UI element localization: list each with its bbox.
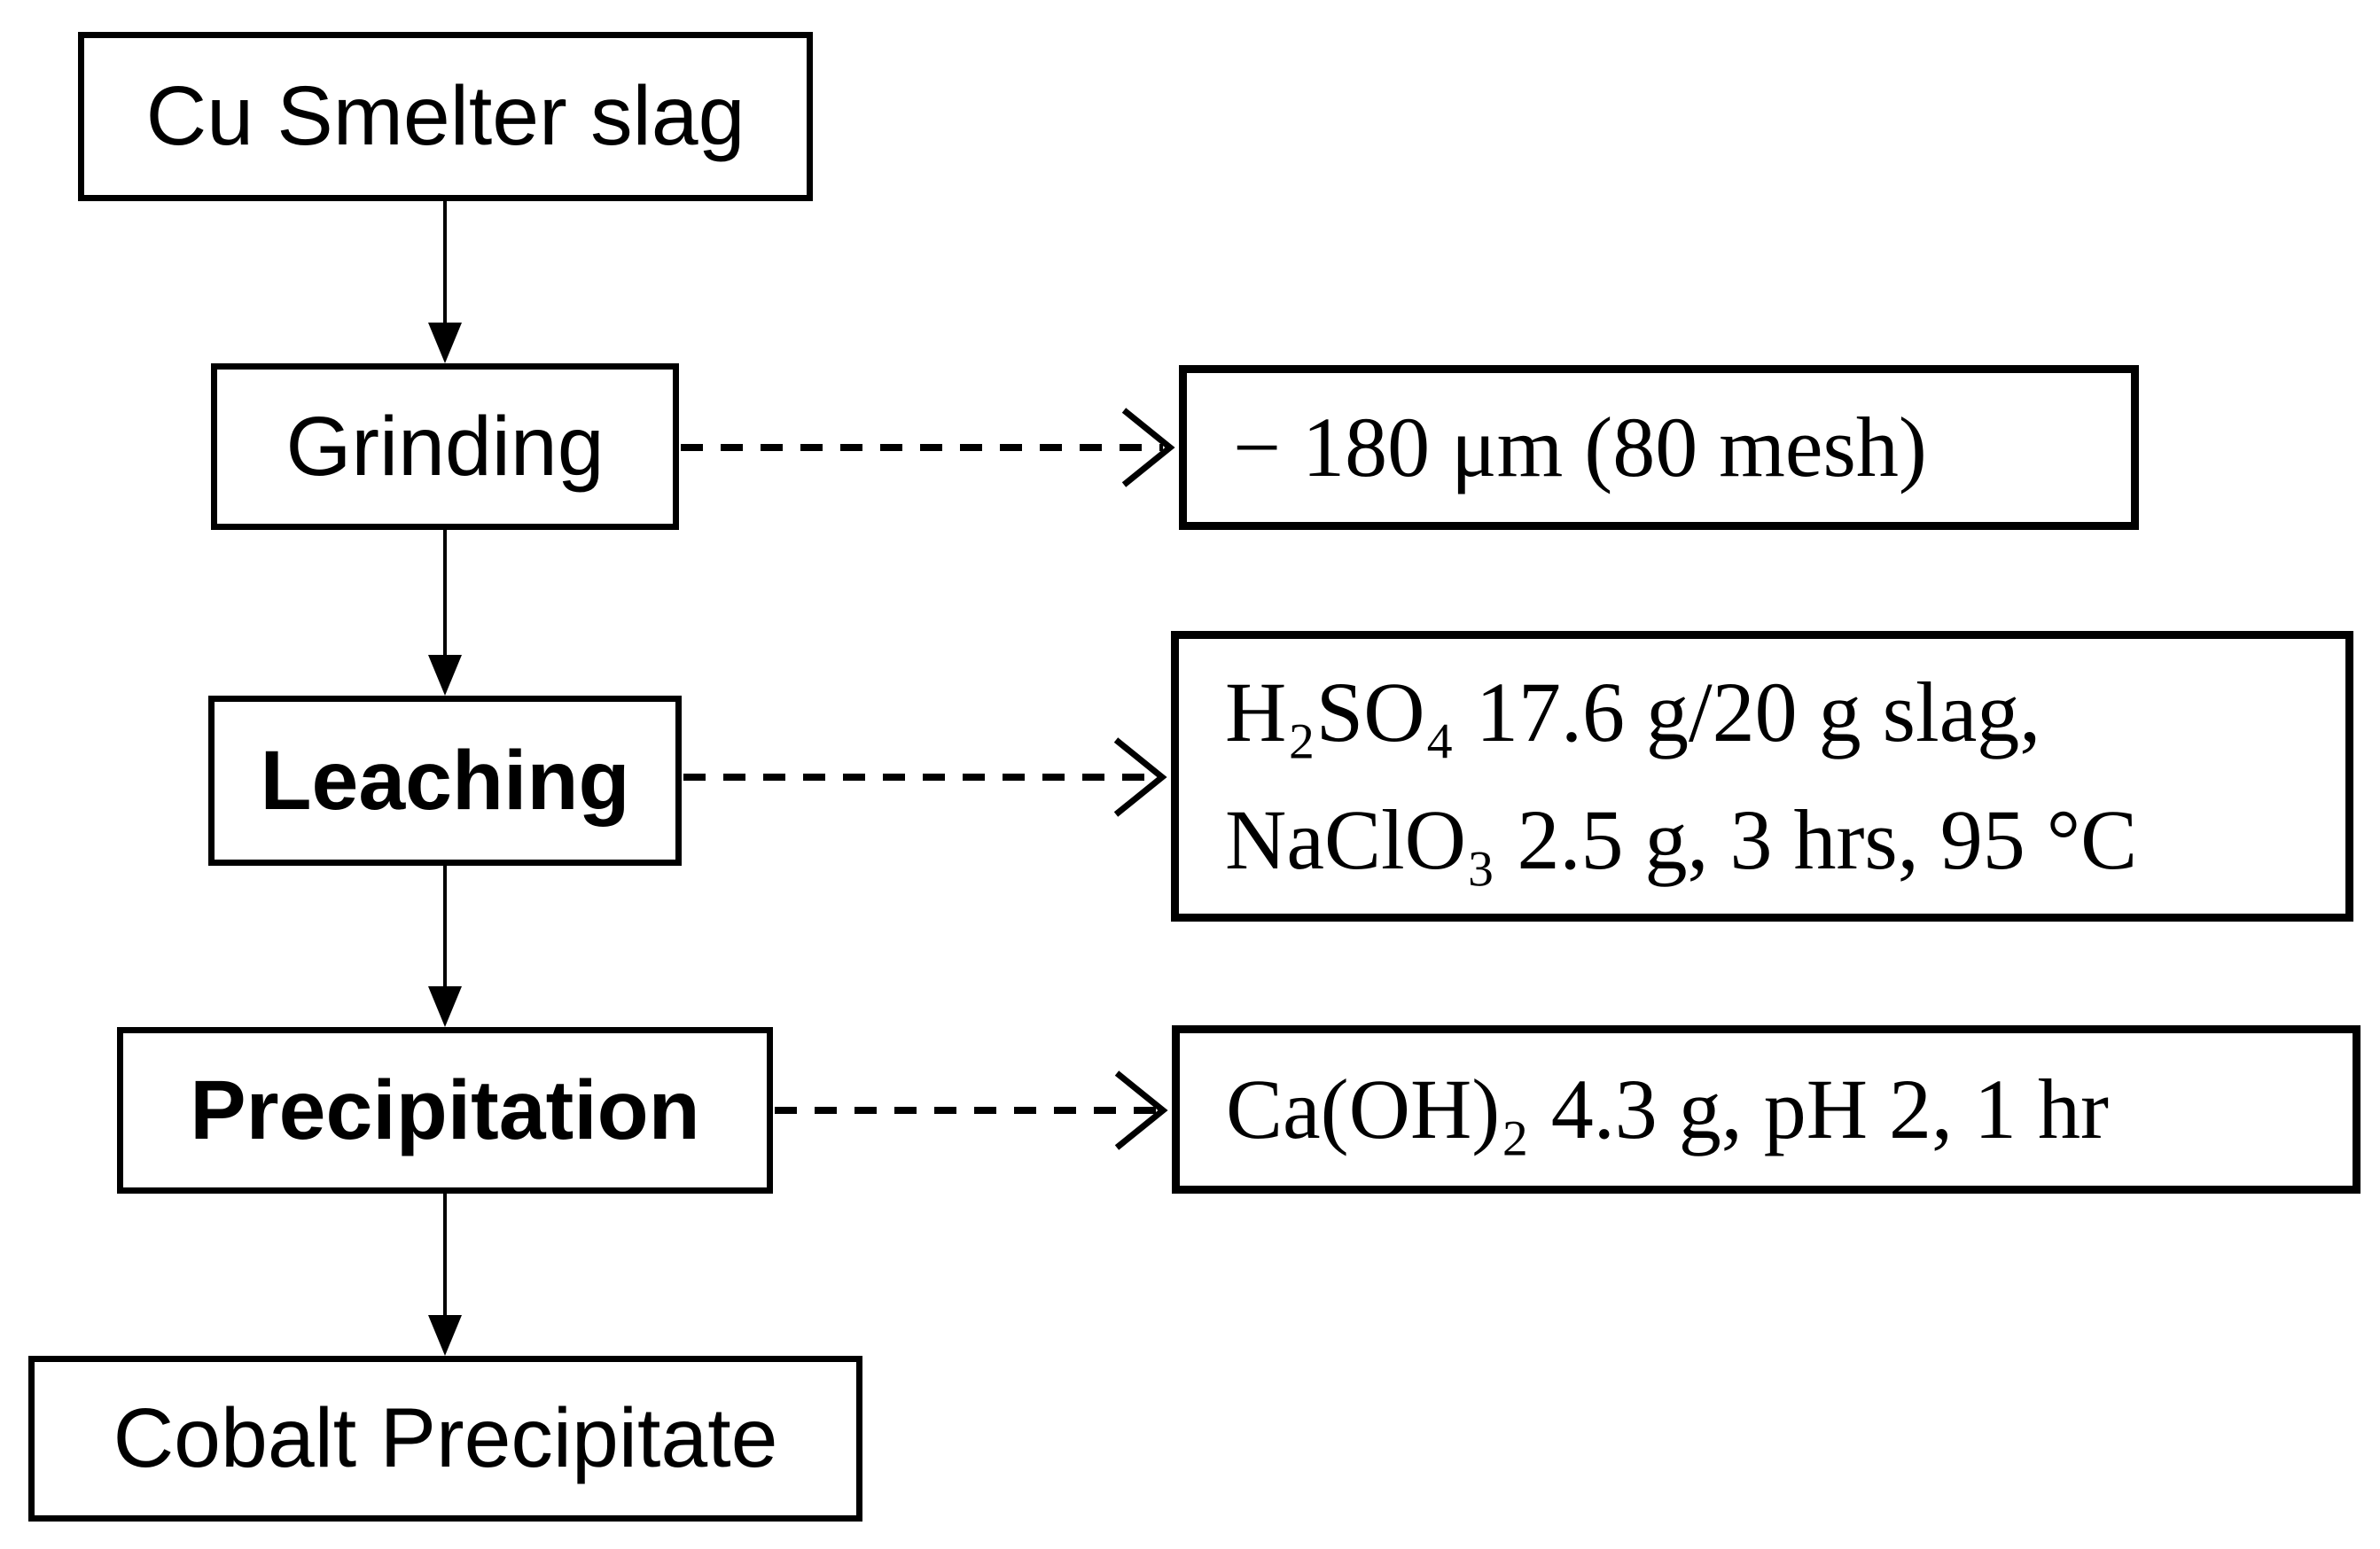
- down-arrowhead-icon: [428, 986, 462, 1027]
- annotation-precipitation: Ca(OH)₂ 4.3 g, pH 2, 1 hr: [1172, 1025, 2360, 1194]
- arrow-line: [443, 866, 447, 988]
- annotation-precipitation-text: Ca(OH)₂ 4.3 g, pH 2, 1 hr: [1226, 1062, 2109, 1156]
- dashed-arrow-precipitation-note: [775, 1070, 1168, 1150]
- node-grinding-label: Grinding: [285, 399, 605, 494]
- down-arrowhead-icon: [428, 323, 462, 363]
- down-arrowhead-icon: [428, 655, 462, 696]
- chevron-arrowhead-icon: [1113, 737, 1167, 817]
- chevron-arrowhead-icon: [1114, 1070, 1168, 1150]
- annotation-leaching-line2: NaClO₃ 2.5 g, 3 hrs, 95 °C: [1225, 792, 2138, 887]
- annotation-grinding-text: − 180 μm (80 mesh): [1233, 400, 1927, 494]
- node-precipitation: Precipitation: [117, 1027, 773, 1194]
- node-cobalt-precipitate-label: Cobalt Precipitate: [113, 1391, 778, 1485]
- dashed-arrow-grinding-note: [681, 408, 1175, 487]
- node-grinding: Grinding: [211, 363, 679, 530]
- node-leaching-label: Leaching: [260, 733, 630, 828]
- dashed-arrow-leaching-note: [683, 737, 1167, 817]
- chevron-arrowhead-icon: [1121, 408, 1175, 487]
- node-cu-smelter-slag: Cu Smelter slag: [78, 32, 813, 201]
- arrow-line: [443, 201, 447, 324]
- arrow-line: [443, 530, 447, 657]
- node-leaching: Leaching: [208, 696, 682, 866]
- annotation-grinding: − 180 μm (80 mesh): [1179, 365, 2139, 530]
- down-arrowhead-icon: [428, 1315, 462, 1356]
- node-cobalt-precipitate: Cobalt Precipitate: [28, 1356, 862, 1522]
- annotation-leaching: H₂SO₄ 17.6 g/20 g slag, NaClO₃ 2.5 g, 3 …: [1171, 631, 2353, 922]
- node-cu-smelter-slag-label: Cu Smelter slag: [145, 69, 745, 163]
- arrow-line: [443, 1194, 447, 1317]
- annotation-leaching-line1: H₂SO₄ 17.6 g/20 g slag,: [1225, 665, 2041, 759]
- node-precipitation-label: Precipitation: [190, 1063, 700, 1157]
